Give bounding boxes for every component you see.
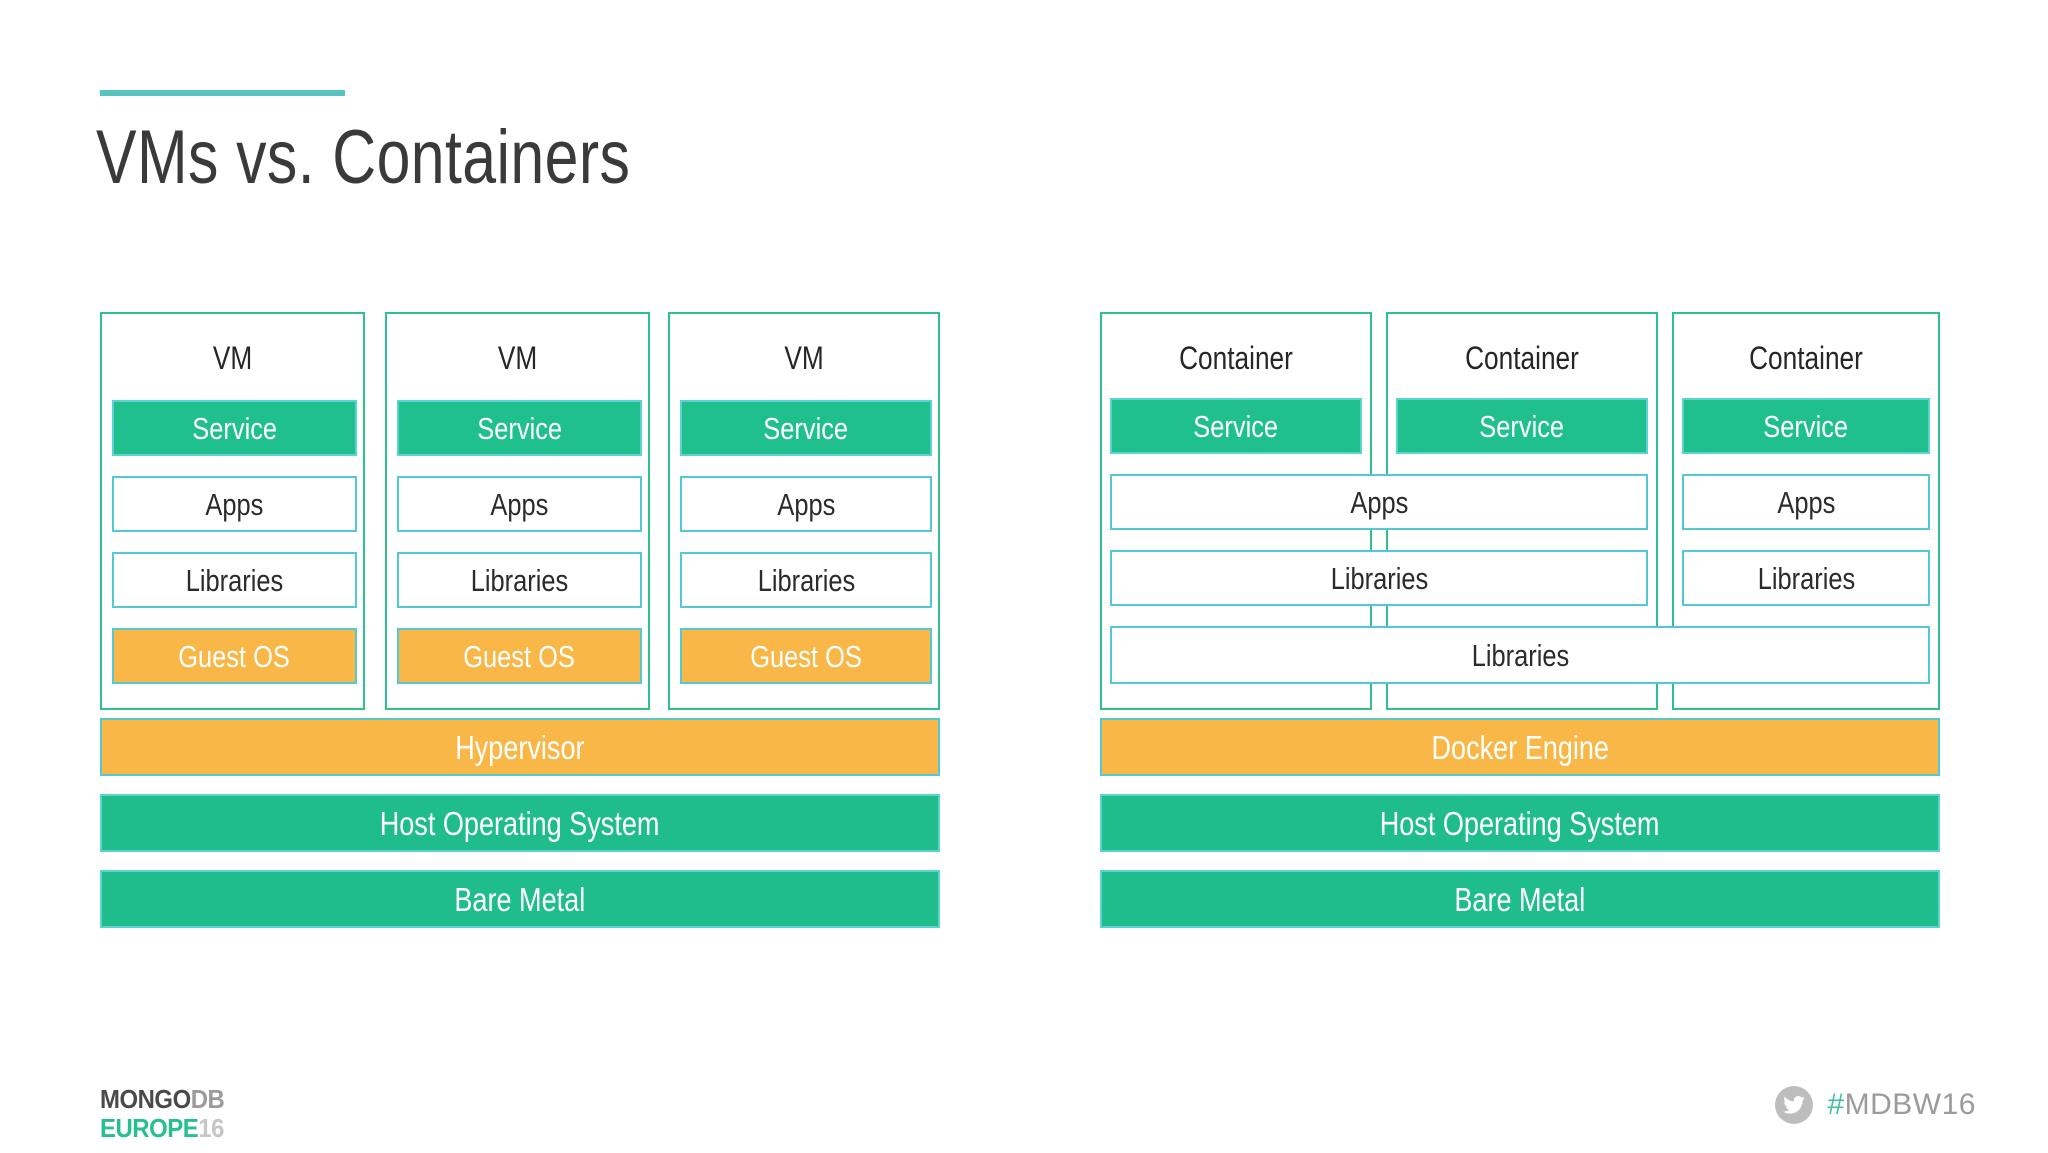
container-3-service: Service: [1682, 398, 1930, 454]
vm-column-3-header: VM: [784, 340, 824, 376]
container-shared-apps: Apps: [1110, 474, 1648, 530]
vm-column-1-apps: Apps: [112, 476, 357, 532]
docker-engine-layer: Docker Engine: [1100, 718, 1940, 776]
vm-column-2-guest-os: Guest OS: [397, 628, 642, 684]
twitter-hashtag-group: #MDBW16: [1775, 1086, 1976, 1124]
hashtag-handle: MDBW16: [1844, 1088, 1976, 1121]
vm-bare-metal-layer: Bare Metal: [100, 870, 940, 928]
container-1-service: Service: [1110, 398, 1362, 454]
logo-db-text: DB: [190, 1084, 225, 1114]
vm-column-3-apps: Apps: [680, 476, 932, 532]
logo-europe-text: EUROPE: [100, 1113, 199, 1143]
logo-mongo-text: MONGO: [100, 1084, 191, 1114]
container-column-2-header: Container: [1465, 340, 1579, 376]
vm-column-1-guest-os: Guest OS: [112, 628, 357, 684]
vm-column-2-service: Service: [397, 400, 642, 456]
container-2-service: Service: [1396, 398, 1648, 454]
hash-symbol: #: [1827, 1088, 1845, 1121]
vm-column-1-libraries: Libraries: [112, 552, 357, 608]
mongodb-europe-logo: MONGODB EUROPE16: [100, 1086, 235, 1141]
vm-column-2: VM Service Apps Libraries Guest OS: [385, 312, 650, 710]
container-host-operating-system-layer: Host Operating System: [1100, 794, 1940, 852]
container-3-libraries: Libraries: [1682, 550, 1930, 606]
container-bare-metal-layer: Bare Metal: [1100, 870, 1940, 928]
twitter-bird-icon: [1775, 1086, 1814, 1124]
hypervisor-layer: Hypervisor: [100, 718, 940, 776]
hashtag-label: #MDBW16: [1827, 1088, 1976, 1122]
vm-host-operating-system-layer: Host Operating System: [100, 794, 940, 852]
vm-column-3-service: Service: [680, 400, 932, 456]
vm-column-2-apps: Apps: [397, 476, 642, 532]
container-column-1-header: Container: [1179, 340, 1293, 376]
vm-column-2-header: VM: [497, 340, 538, 376]
container-3-apps: Apps: [1682, 474, 1930, 530]
vm-column-1-header: VM: [212, 340, 253, 376]
vm-column-2-libraries: Libraries: [397, 552, 642, 608]
container-full-width-libraries: Libraries: [1110, 626, 1930, 684]
vm-column-1-service: Service: [112, 400, 357, 456]
vm-column-1: VM Service Apps Libraries Guest OS: [100, 312, 365, 710]
logo-year-text: 16: [198, 1113, 224, 1143]
container-column-3-header: Container: [1749, 340, 1863, 376]
container-shared-libraries: Libraries: [1110, 550, 1648, 606]
vm-column-3-guest-os: Guest OS: [680, 628, 932, 684]
vm-column-3-libraries: Libraries: [680, 552, 932, 608]
title-accent-bar: [100, 90, 345, 96]
page-title: VMs vs. Containers: [96, 115, 631, 200]
vm-column-3: VM Service Apps Libraries Guest OS: [668, 312, 940, 710]
